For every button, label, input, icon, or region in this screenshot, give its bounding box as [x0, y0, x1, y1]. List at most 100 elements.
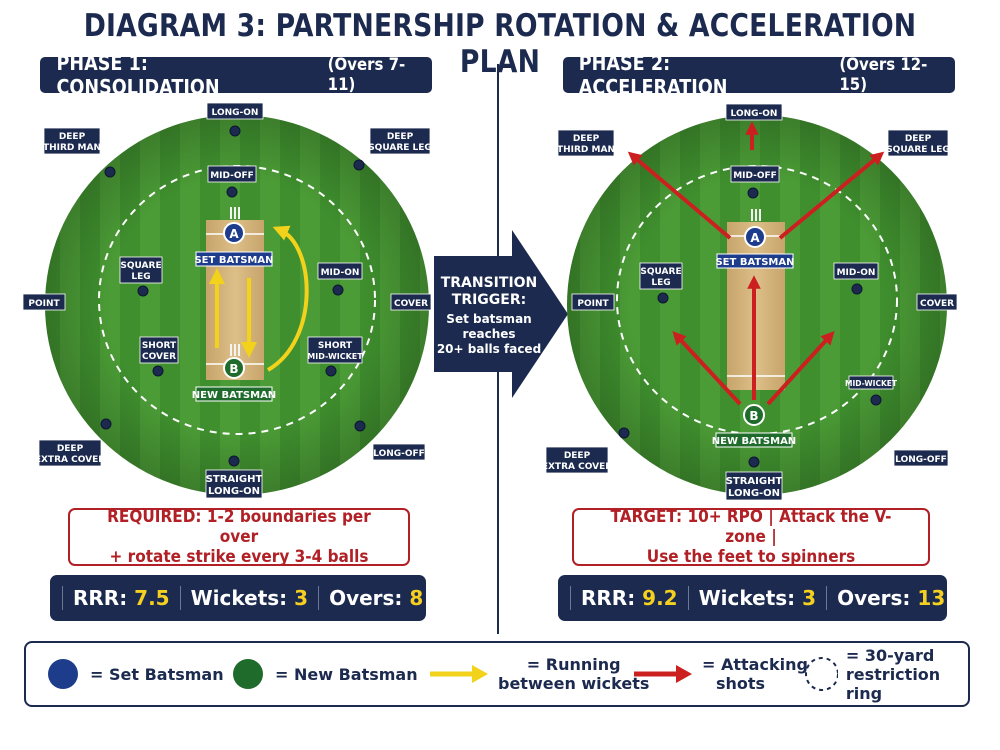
- phase2-stats-bar: RRR: 9.2 Wickets: 3 Overs: 13: [558, 575, 947, 621]
- phase2-rrr: RRR: 9.2: [570, 586, 688, 610]
- legend-set-batsman: = Set Batsman: [46, 643, 224, 705]
- p1-fielder-deep-third-man-label-1: DEEP: [59, 132, 86, 142]
- p1-fielder-square-leg: [137, 285, 149, 297]
- phase1-note-strong: REQUIRED:: [107, 507, 202, 527]
- p1-fielder-mid-on-label: MID-ON: [321, 268, 360, 278]
- p1-fielder-deep-extra-cover: [100, 418, 112, 430]
- p2-fielder-deep-extra-cover: [618, 427, 630, 439]
- phase1-batsman-a-letter: A: [229, 227, 239, 241]
- legend-new-batsman-label: = New Batsman: [275, 664, 418, 684]
- attacking-arrow-icon: [634, 665, 692, 683]
- phase1-heading: PHASE 1: CONSOLIDATION: [56, 51, 220, 99]
- p2-attack-arrow-left: [672, 331, 742, 406]
- transition-line-1: TRANSITION: [440, 275, 538, 291]
- phase2-heading: PHASE 2: ACCELERATION: [578, 51, 728, 99]
- phase1-rrr: RRR: 7.5: [62, 586, 180, 610]
- p2-fielder-deep-extra-cover-label-1: DEEP: [564, 451, 591, 461]
- transition-line-5: 20+ balls faced: [436, 342, 542, 356]
- transition-line-2: TRIGGER:: [451, 292, 527, 308]
- p1-fielder-mid-off: [226, 186, 238, 198]
- phase2-note-line-2: Use the feet to spinners: [646, 547, 856, 567]
- phase1-stats-bar: RRR: 7.5 Wickets: 3 Overs: 8: [50, 575, 426, 621]
- phase1-wickets: Wickets: 3: [179, 586, 318, 610]
- p2-fielder-mid-wicket: [870, 394, 882, 406]
- p1-fielder-short-mid-wicket-label-2: MID-WICKET: [307, 352, 363, 361]
- set-batsman-swatch-icon: [48, 659, 78, 689]
- p1-fielder-deep-square-leg-label-1: DEEP: [387, 132, 414, 142]
- phase1-batsman-b-letter: B: [229, 362, 238, 376]
- legend-attacking-line-1: = Attacking: [702, 655, 808, 674]
- p1-fielder-deep-extra-cover-label-1: DEEP: [57, 444, 84, 454]
- phase2-set-batsman-marker: [744, 226, 766, 248]
- p1-fielder-square-leg-label-1: SQUARE: [120, 261, 161, 271]
- p2-fielder-mid-off-label: MID-OFF: [733, 171, 777, 181]
- phase1-requirement-note: REQUIRED: 1-2 boundaries per over + rota…: [68, 507, 410, 567]
- p2-fielder-mid-on: [851, 283, 863, 295]
- p1-fielder-short-cover: [152, 365, 164, 377]
- phase1-rrr-value: 7.5: [134, 586, 170, 610]
- diagram-title: DIAGRAM 3: PARTNERSHIP ROTATION & ACCELE…: [83, 8, 917, 80]
- p2-fielder-long-on-label: LONG-ON: [731, 109, 778, 119]
- phase2-wickets-value: 3: [802, 586, 817, 610]
- phase2-rrr-value: 9.2: [642, 586, 678, 610]
- legend-ring-line-2: restriction ring: [845, 664, 941, 703]
- p1-fielder-deep-square-leg-label-2: SQUARE LEG: [368, 143, 432, 153]
- p2-fielder-straight-long-on-label-1: STRAIGHT: [726, 476, 783, 487]
- p1-fielder-straight-long-on: [228, 455, 240, 467]
- phase1-overs-stat: Overs: 8: [318, 586, 433, 610]
- phase1-rotate-arc: [266, 225, 309, 372]
- p2-fielder-mid-off: [747, 187, 759, 199]
- p2-attack-arrow-third-man: [627, 151, 732, 240]
- running-arrow-icon: [430, 665, 488, 683]
- transition-line-4: reaches: [462, 327, 516, 341]
- p1-fielder-point-label: POINT: [28, 299, 60, 309]
- phase1-overs: (Overs 7-11): [327, 55, 406, 95]
- phase2-new-batsman-marker: [743, 404, 765, 426]
- legend-running-line-2: between wickets: [498, 674, 650, 693]
- dashed-ring-icon: [805, 657, 838, 691]
- legend-running-line-1: = Running: [526, 655, 621, 674]
- p1-fielder-short-cover-label-2: COVER: [142, 352, 176, 362]
- legend-attacking-line-2: shots: [716, 674, 766, 693]
- p1-fielder-short-cover-label-1: SHORT: [142, 341, 177, 351]
- phase1-field: A SET BATSMAN B NEW BATSMAN LONG-ON DEEP…: [22, 102, 432, 499]
- transition-arrow: [434, 230, 568, 398]
- p1-fielder-long-on-label: LONG-ON: [212, 108, 259, 118]
- p2-attack-arrow-square-leg: [778, 151, 885, 240]
- legend-new-batsman: = New Batsman: [231, 643, 418, 705]
- transition-trigger-text: TRANSITION TRIGGER: Set batsman reaches …: [434, 275, 544, 357]
- phase2-wickets: Wickets: 3: [687, 586, 826, 610]
- p2-fielder-deep-third-man-label-1: DEEP: [573, 134, 600, 144]
- phase1-new-batsman-label: NEW BATSMAN: [192, 390, 276, 401]
- phase2-field: A SET BATSMAN B NEW BATSMAN LONG-ON DEEP…: [542, 103, 958, 501]
- phase2-new-batsman-label: NEW BATSMAN: [712, 436, 796, 447]
- phase1-new-batsman-marker: [223, 357, 245, 379]
- p1-fielder-deep-third-man-label-2: THIRD MAN: [43, 143, 101, 153]
- p2-fielder-deep-square-leg-label-2: SQUARE LEG: [886, 145, 950, 155]
- p2-fielder-straight-long-on: [748, 456, 760, 468]
- p2-fielder-square-leg-label-2: LEG: [651, 278, 670, 288]
- p2-fielder-point-label: POINT: [577, 299, 609, 309]
- phase1-note-line-2: + rotate strike every 3-4 balls: [109, 547, 369, 567]
- phase2-overs: (Overs 12-15): [839, 55, 928, 95]
- p1-fielder-cover-label: COVER: [394, 299, 428, 309]
- p1-fielder-deep-extra-cover-label-2: EXTRA COVER: [35, 455, 105, 465]
- phase1-overs-value: 8: [409, 586, 424, 610]
- p1-fielder-mid-on: [332, 284, 344, 296]
- p2-fielder-straight-long-on-label-2: LONG-ON: [728, 488, 780, 499]
- p2-fielder-deep-third-man-label-2: THIRD MAN: [557, 145, 615, 155]
- p1-fielder-long-off-label: LONG-OFF: [373, 449, 425, 459]
- p1-fielder-long-off: [354, 420, 366, 432]
- p2-fielder-mid-on-label: MID-ON: [837, 268, 876, 278]
- phase1-wickets-value: 3: [294, 586, 309, 610]
- phase2-banner: PHASE 2: ACCELERATION (Overs 12-15): [563, 51, 955, 99]
- p1-fielder-long-on: [229, 125, 241, 137]
- p1-fielder-short-mid-wicket: [325, 365, 337, 377]
- phase2-overs-value: 13: [917, 586, 946, 610]
- phase2-batsman-a-letter: A: [750, 231, 760, 245]
